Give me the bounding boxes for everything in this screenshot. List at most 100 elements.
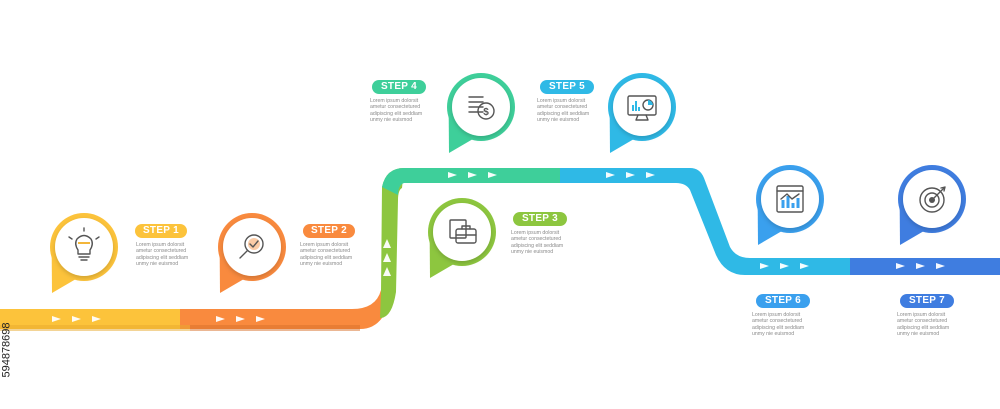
road-arrow-12	[646, 172, 655, 178]
road-arrow-13	[760, 263, 769, 269]
road-arrow-11	[626, 172, 635, 178]
step-7-line-4: unmy nie euismod	[897, 331, 940, 338]
step-4-line-1: Lorem ipsum dolorsit	[370, 98, 419, 104]
monitor-chart-icon-bars	[632, 101, 640, 111]
road-arrow-2	[72, 316, 81, 322]
coins-icon-dollar: $	[483, 107, 489, 118]
step-3-label: STEP 3	[513, 212, 567, 226]
step-7-line-3: adipiscing elit seddiam	[897, 324, 950, 331]
road-arrow-6	[256, 316, 265, 322]
coins-icon-coin	[477, 102, 495, 120]
step-4-line-4: unmy nie euismod	[370, 117, 413, 124]
road-arrow-7	[448, 172, 457, 178]
stock-id-text: 594878698	[1, 322, 13, 378]
step-3-text: Lorem ipsum dolorsit ametur consecteture…	[511, 230, 591, 256]
road-arrow-4	[216, 316, 225, 322]
magnifier-icon-handle	[239, 250, 248, 259]
road-arrow-5	[236, 316, 245, 322]
step-5-label: STEP 5	[540, 80, 594, 94]
magnifier-icon-lens	[244, 234, 264, 254]
step-2-line-1: Lorem ipsum dolorsit	[300, 242, 349, 248]
step-5-text: Lorem ipsum dolorsit ametur consecteture…	[537, 98, 617, 124]
road-shadow-2	[190, 325, 360, 331]
step-1-line-3: adipiscing elit seddiam	[136, 254, 189, 261]
road-shadow-1	[0, 325, 190, 331]
step-4-line-2: ametur consectetured	[370, 104, 421, 111]
step-1-line-4: unmy nie euismod	[136, 261, 179, 268]
step-5-line-4: unmy nie euismod	[537, 117, 580, 124]
step-6-line-1: Lorem ipsum dolorsit	[752, 312, 801, 318]
monitor-chart-icon-stand	[635, 114, 649, 121]
target-icon	[919, 186, 946, 213]
road-arrow-15	[800, 263, 809, 269]
step-5-line-2: ametur consectetured	[537, 104, 588, 111]
bar-chart-icon-trend	[780, 193, 800, 200]
briefcase-icon	[449, 219, 477, 244]
step-1-label: STEP 1	[135, 224, 187, 238]
road-arrow-18	[936, 263, 945, 269]
step-6-line-3: adipiscing elit seddiam	[752, 324, 805, 331]
magnifier-icon	[239, 234, 264, 259]
target-icon-arrow	[931, 186, 946, 201]
road-segment-6	[850, 258, 1000, 275]
step-6-label: STEP 6	[756, 294, 810, 308]
pin-4: $	[447, 73, 515, 153]
step-6-line-4: unmy nie euismod	[752, 331, 795, 338]
step-7-line-1: Lorem ipsum dolorsit	[897, 312, 946, 318]
step-1-line-1: Lorem ipsum dolorsit	[136, 242, 185, 248]
monitor-chart-icon	[627, 95, 657, 121]
pin-5	[608, 73, 676, 153]
pin-7	[898, 165, 966, 245]
step-2-label: STEP 2	[303, 224, 355, 238]
road-segment-1	[0, 309, 180, 329]
pin-6	[756, 165, 824, 245]
step-2-line-2: ametur consectetured	[300, 248, 351, 255]
road-arrow-17	[916, 263, 925, 269]
briefcase-icon-case	[455, 228, 477, 244]
step-3-line-3: adipiscing elit seddiam	[511, 242, 564, 249]
monitor-chart-icon-screen	[627, 95, 657, 116]
road-arrow-up-1	[383, 239, 391, 248]
step-2-line-3: adipiscing elit seddiam	[300, 254, 353, 261]
road-arrow-9	[488, 172, 497, 178]
step-2-text: Lorem ipsum dolorsit ametur consecteture…	[300, 242, 380, 268]
coins-icon-stack	[468, 96, 484, 113]
magnifier-icon-lens-fill	[248, 238, 260, 250]
pin-3-inner	[433, 203, 491, 261]
coins-icon: $	[468, 96, 495, 120]
stock-id: 594878698	[0, 295, 14, 405]
road-arrow-14	[780, 263, 789, 269]
step-4-text: Lorem ipsum dolorsit ametur consecteture…	[370, 98, 450, 124]
road-arrow-8	[468, 172, 477, 178]
step-4-line-3: adipiscing elit seddiam	[370, 110, 423, 117]
step-1-text: Lorem ipsum dolorsit ametur consecteture…	[136, 242, 216, 268]
briefcase-icon-handle	[455, 225, 477, 236]
road-segment-3	[380, 168, 404, 318]
road-arrow-16	[896, 263, 905, 269]
step-3-line-2: ametur consectetured	[511, 236, 562, 243]
target-icon-ring-outer	[919, 187, 945, 213]
pin-6-inner	[761, 170, 819, 228]
step-3-line-1: Lorem ipsum dolorsit	[511, 230, 560, 236]
step-6-text: Lorem ipsum dolorsit ametur consecteture…	[752, 312, 832, 338]
road-arrow-1	[52, 316, 61, 322]
road-segment-4	[382, 168, 560, 195]
monitor-chart-icon-pie-slice	[648, 100, 653, 105]
step-5-line-3: adipiscing elit seddiam	[537, 110, 590, 117]
lightbulb-icon	[68, 227, 100, 261]
bar-chart-icon-frame	[776, 185, 804, 213]
step-2-line-4: unmy nie euismod	[300, 261, 343, 268]
road-segment-5	[560, 168, 850, 275]
step-1-line-2: ametur consectetured	[136, 248, 187, 255]
lightbulb-icon-bulb	[75, 234, 93, 255]
pin-2	[218, 213, 286, 293]
pin-5-inner	[613, 78, 671, 136]
magnifier-icon-check	[249, 240, 259, 248]
pin-1-inner	[55, 218, 113, 276]
step-4-label: STEP 4	[372, 80, 426, 94]
step-7-text: Lorem ipsum dolorsit ametur consecteture…	[897, 312, 977, 338]
bar-chart-icon	[776, 185, 804, 213]
lightbulb-icon-rays	[68, 227, 100, 261]
